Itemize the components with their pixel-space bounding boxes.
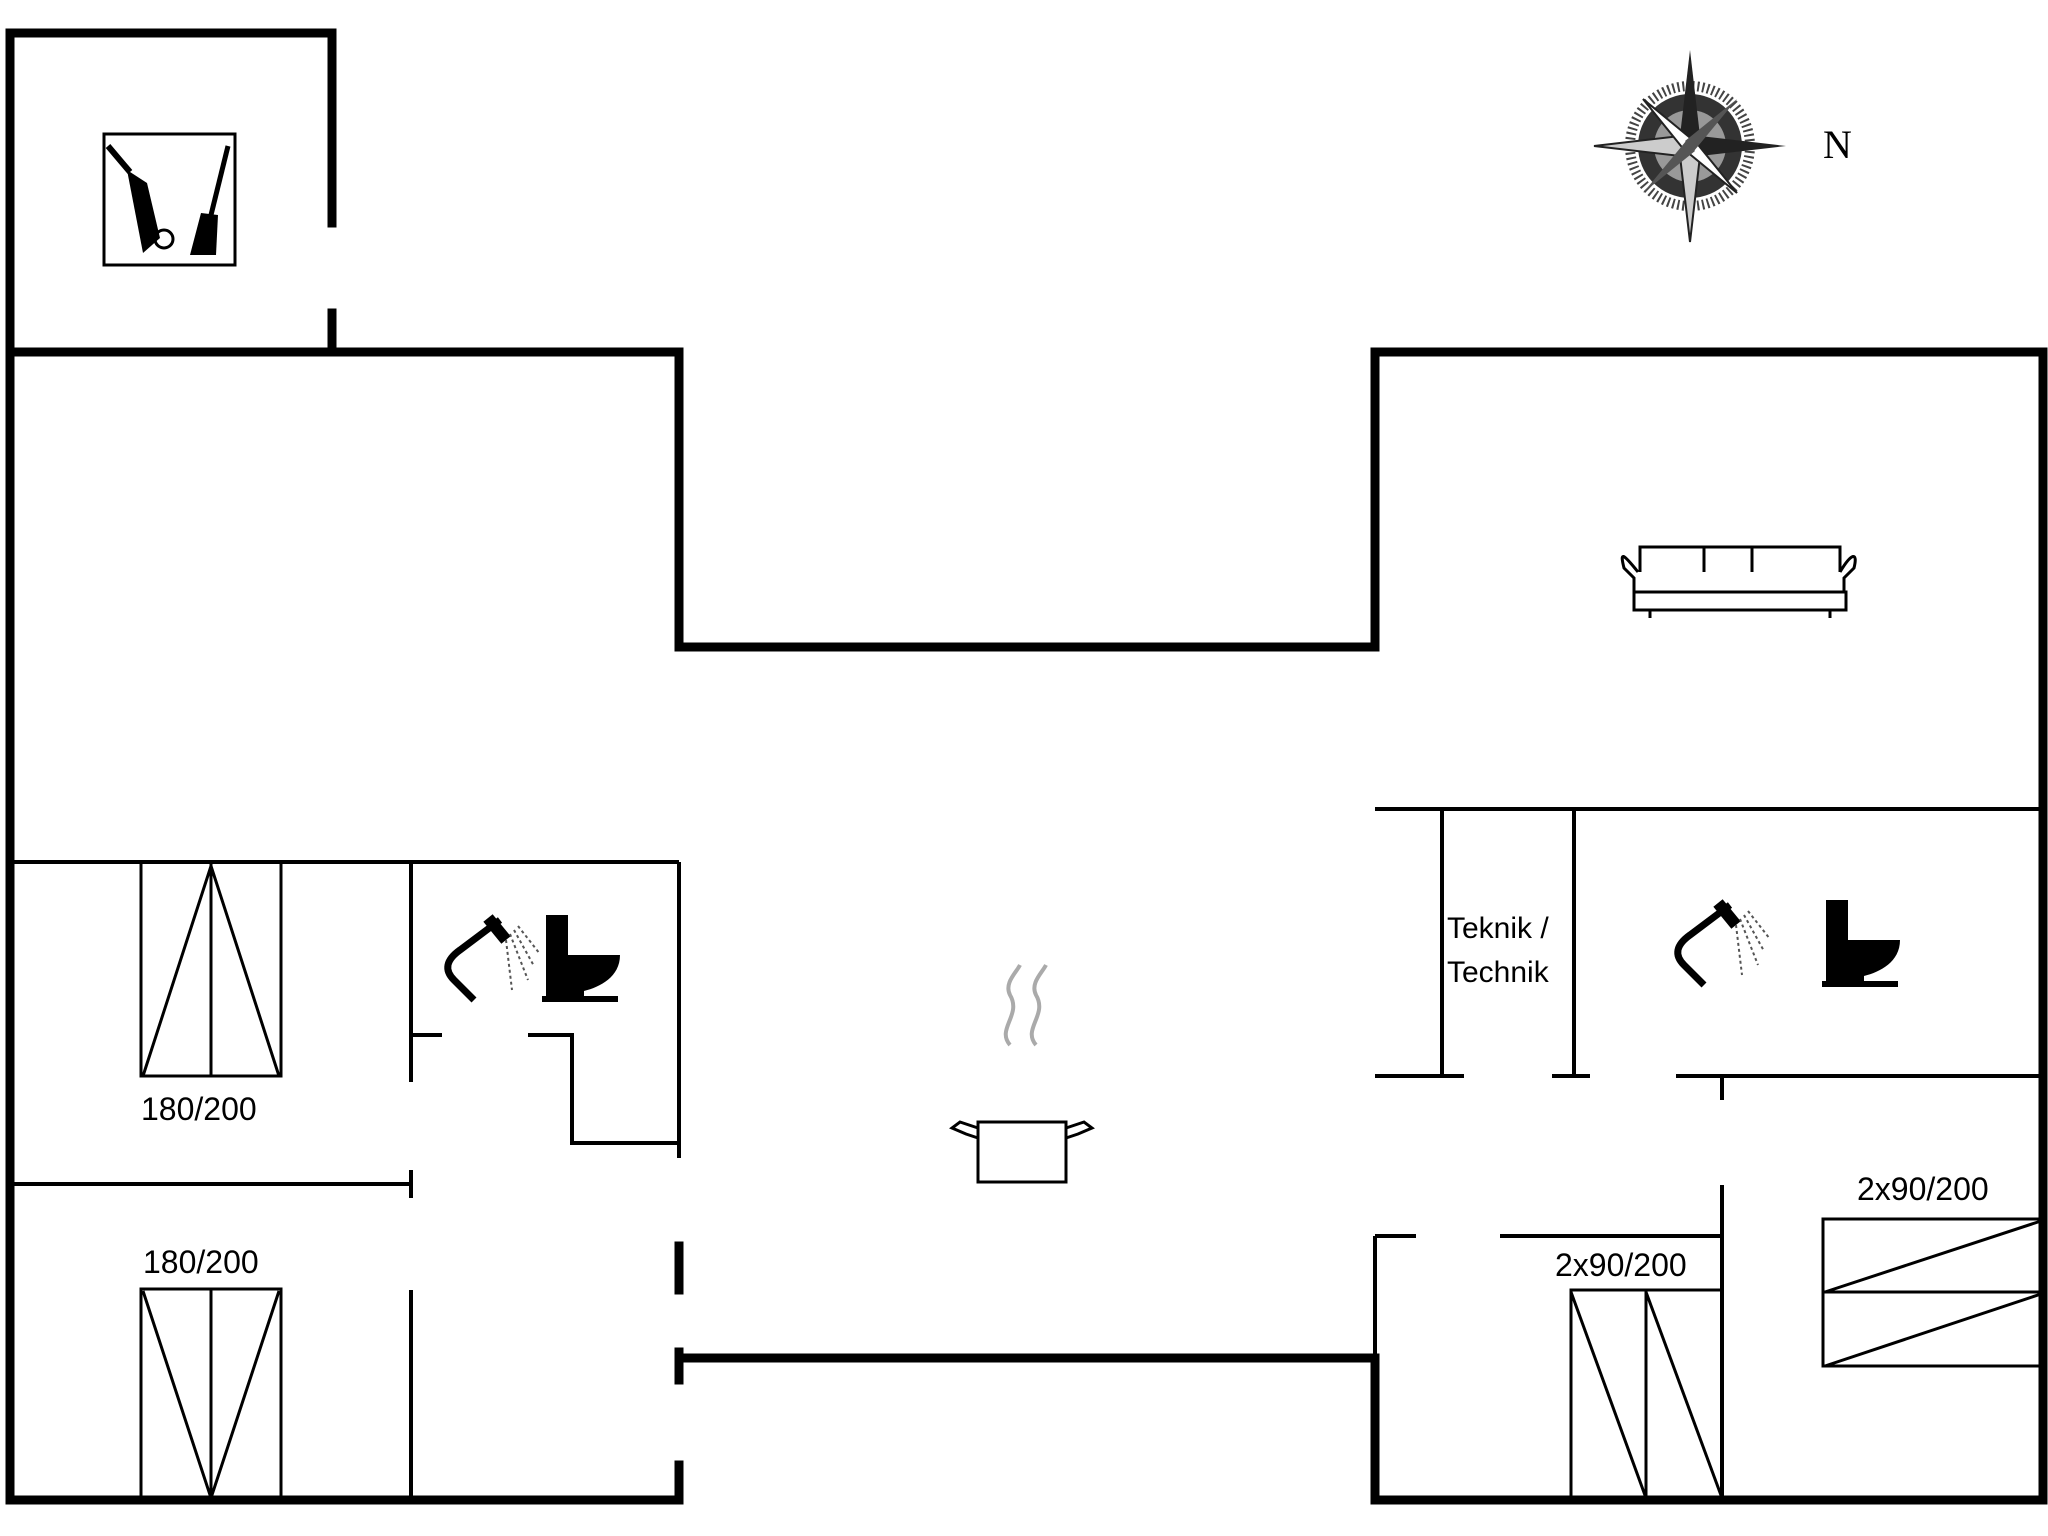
cooking-pot-icon [949,964,1095,1184]
sofa-icon [1620,545,1857,618]
shower-icon [444,914,541,1003]
technik-label-line2: Technik [1447,956,1550,989]
bed-icon [139,860,283,1078]
compass-rose-icon [1593,50,1786,243]
bed-size-label: 180/200 [143,1244,259,1280]
compass-north-label: N [1823,122,1852,167]
bed-icon [1569,1288,1724,1502]
bed-size-label: 2x90/200 [1555,1247,1687,1283]
bed-icon [1821,1217,2045,1368]
toilet-icon [542,915,620,1002]
toilet-icon [1822,900,1900,987]
exterior-walls [5,28,2048,1505]
technik-label-line1: Teknik / [1447,912,1549,945]
garden-tools-icon [102,132,237,267]
interior-walls [10,807,2043,1500]
shower-icon [1674,899,1771,988]
bed-size-label: 180/200 [141,1091,257,1127]
bed-size-label: 2x90/200 [1857,1171,1989,1207]
bed-icon [139,1287,283,1503]
